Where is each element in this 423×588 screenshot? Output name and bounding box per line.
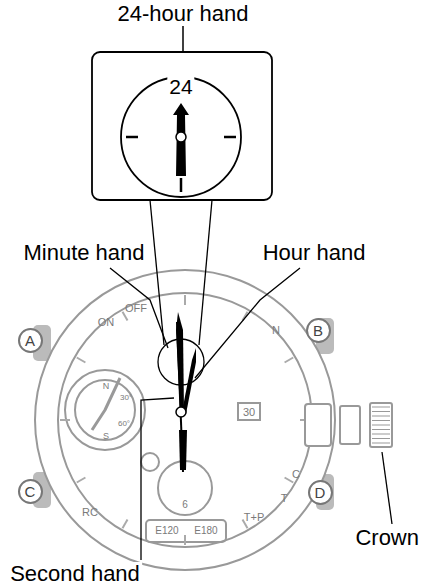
button-letter: A [25,333,35,348]
hour-index [184,295,186,305]
button-marker: B [306,318,331,343]
part-name: Crown [353,526,421,550]
hour-index [123,520,128,529]
crown-knurl [372,416,390,417]
button-marker: C [18,479,43,504]
dial-text: 30° [120,394,132,402]
button-marker: A [18,328,43,353]
crown-knurl [372,443,390,444]
dial-text: 6 [182,500,188,510]
part-name: Hour hand [261,241,368,265]
dial-text: RC [82,507,98,518]
hour-index [77,358,86,363]
dial-text: E180 [194,526,217,536]
date-text: 30 [243,407,255,418]
crown-knurl [372,438,390,439]
crown-knurl [372,411,390,412]
dial-text: N [103,382,110,391]
crown-knurl [372,407,390,408]
button-letter: B [313,323,323,338]
part-name: Second hand [8,562,142,586]
dial-text: ON [98,317,115,328]
hour-index [285,478,294,483]
dial-number: 24 [167,75,194,98]
button-letter: C [25,484,36,499]
part-name: Minute hand [21,241,146,265]
crown-knurl [372,429,390,430]
hour-index [60,419,70,421]
title-label: 24-hour hand [116,2,251,26]
hour-index [184,535,186,545]
crown-knurl [372,420,390,421]
button-letter: D [315,485,326,500]
dial-text: OFF [125,303,147,314]
crown-knurl [372,434,390,435]
hour-index [285,358,294,363]
dial-text: C [292,469,300,480]
dial-text: E120 [155,526,178,536]
dial-text: 60° [118,420,130,428]
dial-text: T [281,493,288,504]
dial-text: S [103,432,109,441]
hour-index [77,478,86,483]
crown-knurl [372,425,390,426]
dial-text: N [272,325,280,336]
button-marker: D [308,480,333,505]
dial-text: T+P [244,512,264,523]
